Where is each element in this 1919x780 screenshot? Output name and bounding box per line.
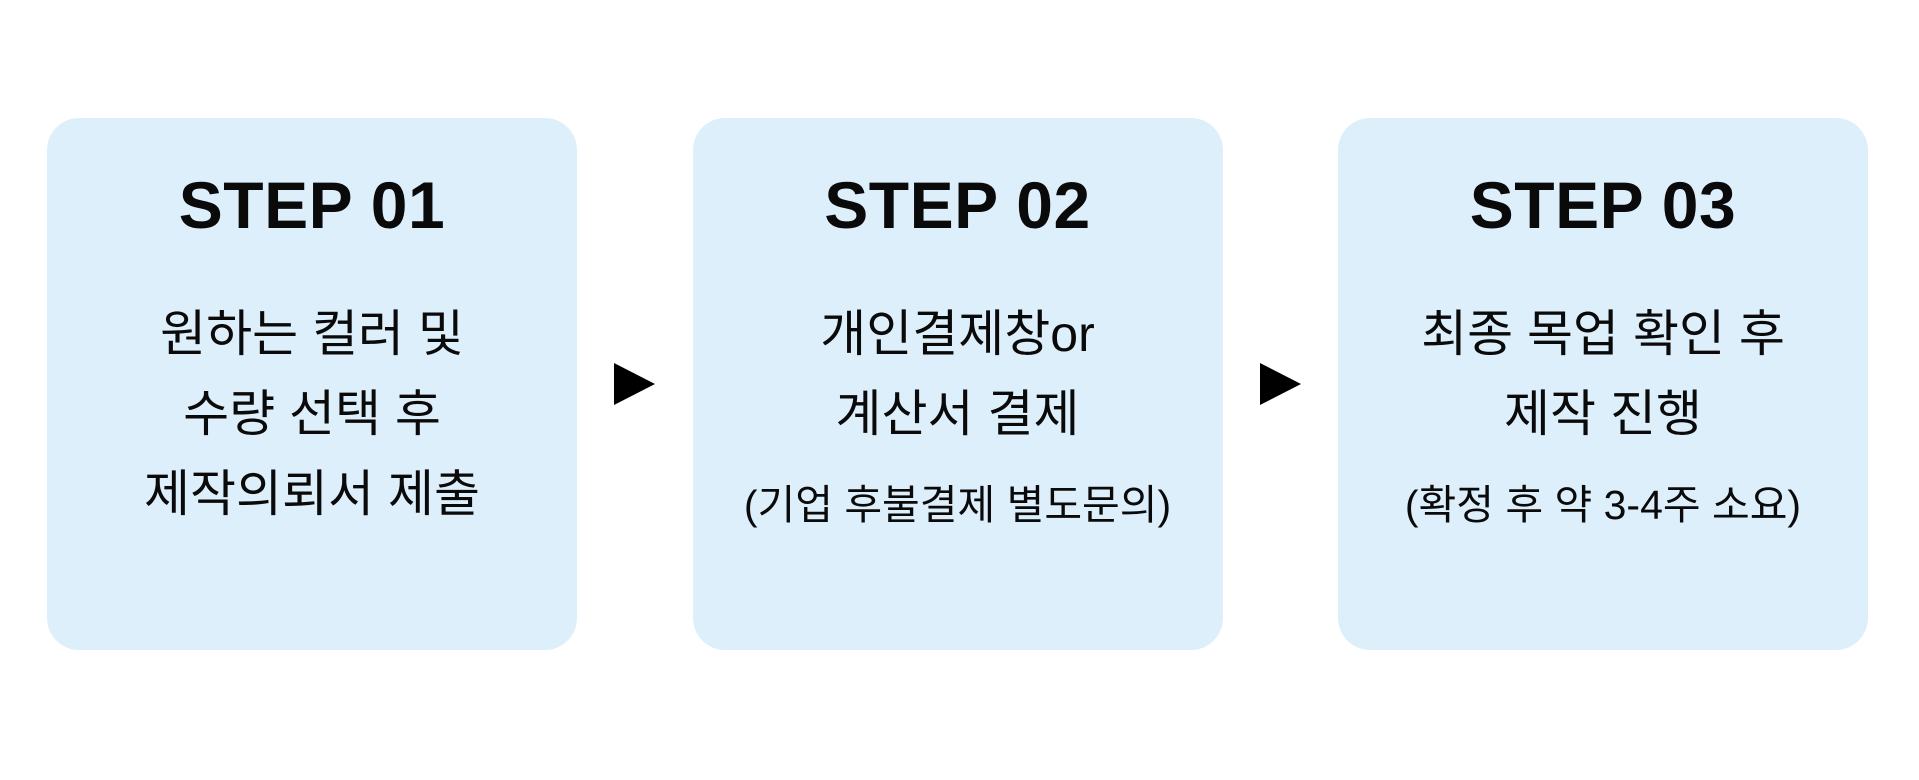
step-description: 개인결제창or 계산서 결제 (기업 후불결제 별도문의)	[693, 294, 1223, 534]
step-description: 원하는 컬러 및 수량 선택 후 제작의뢰서 제출	[47, 294, 577, 534]
step-line: 계산서 결제	[835, 386, 1080, 442]
step-card-02: STEP 02 개인결제창or 계산서 결제 (기업 후불결제 별도문의)	[692, 118, 1223, 650]
step-title: STEP 03	[1469, 168, 1737, 242]
steps-row: STEP 01 원하는 컬러 및 수량 선택 후 제작의뢰서 제출 STEP 0…	[47, 118, 1868, 650]
arrow-gap	[577, 118, 693, 650]
step-title: STEP 02	[824, 168, 1091, 242]
step-card-03: STEP 03 최종 목업 확인 후 제작 진행 (확정 후 약 3-4주 소요…	[1338, 118, 1868, 650]
step-line: 제작 진행	[1504, 386, 1702, 442]
step-line: 수량 선택 후	[183, 386, 441, 442]
arrow-right-icon	[614, 363, 656, 405]
step-line: 원하는 컬러 및	[160, 306, 464, 362]
step-line: 제작의뢰서 제출	[144, 466, 480, 522]
step-title: STEP 01	[178, 168, 446, 242]
step-note: (기업 후불결제 별도문의)	[743, 482, 1172, 528]
step-note: (확정 후 약 3-4주 소요)	[1404, 482, 1802, 528]
step-card-01: STEP 01 원하는 컬러 및 수량 선택 후 제작의뢰서 제출	[47, 118, 577, 650]
arrow-gap	[1223, 118, 1339, 650]
step-line: 개인결제창or	[820, 306, 1095, 362]
step-line: 최종 목업 확인 후	[1421, 306, 1785, 362]
arrow-right-icon	[1259, 363, 1301, 405]
step-description: 최종 목업 확인 후 제작 진행 (확정 후 약 3-4주 소요)	[1338, 294, 1868, 534]
